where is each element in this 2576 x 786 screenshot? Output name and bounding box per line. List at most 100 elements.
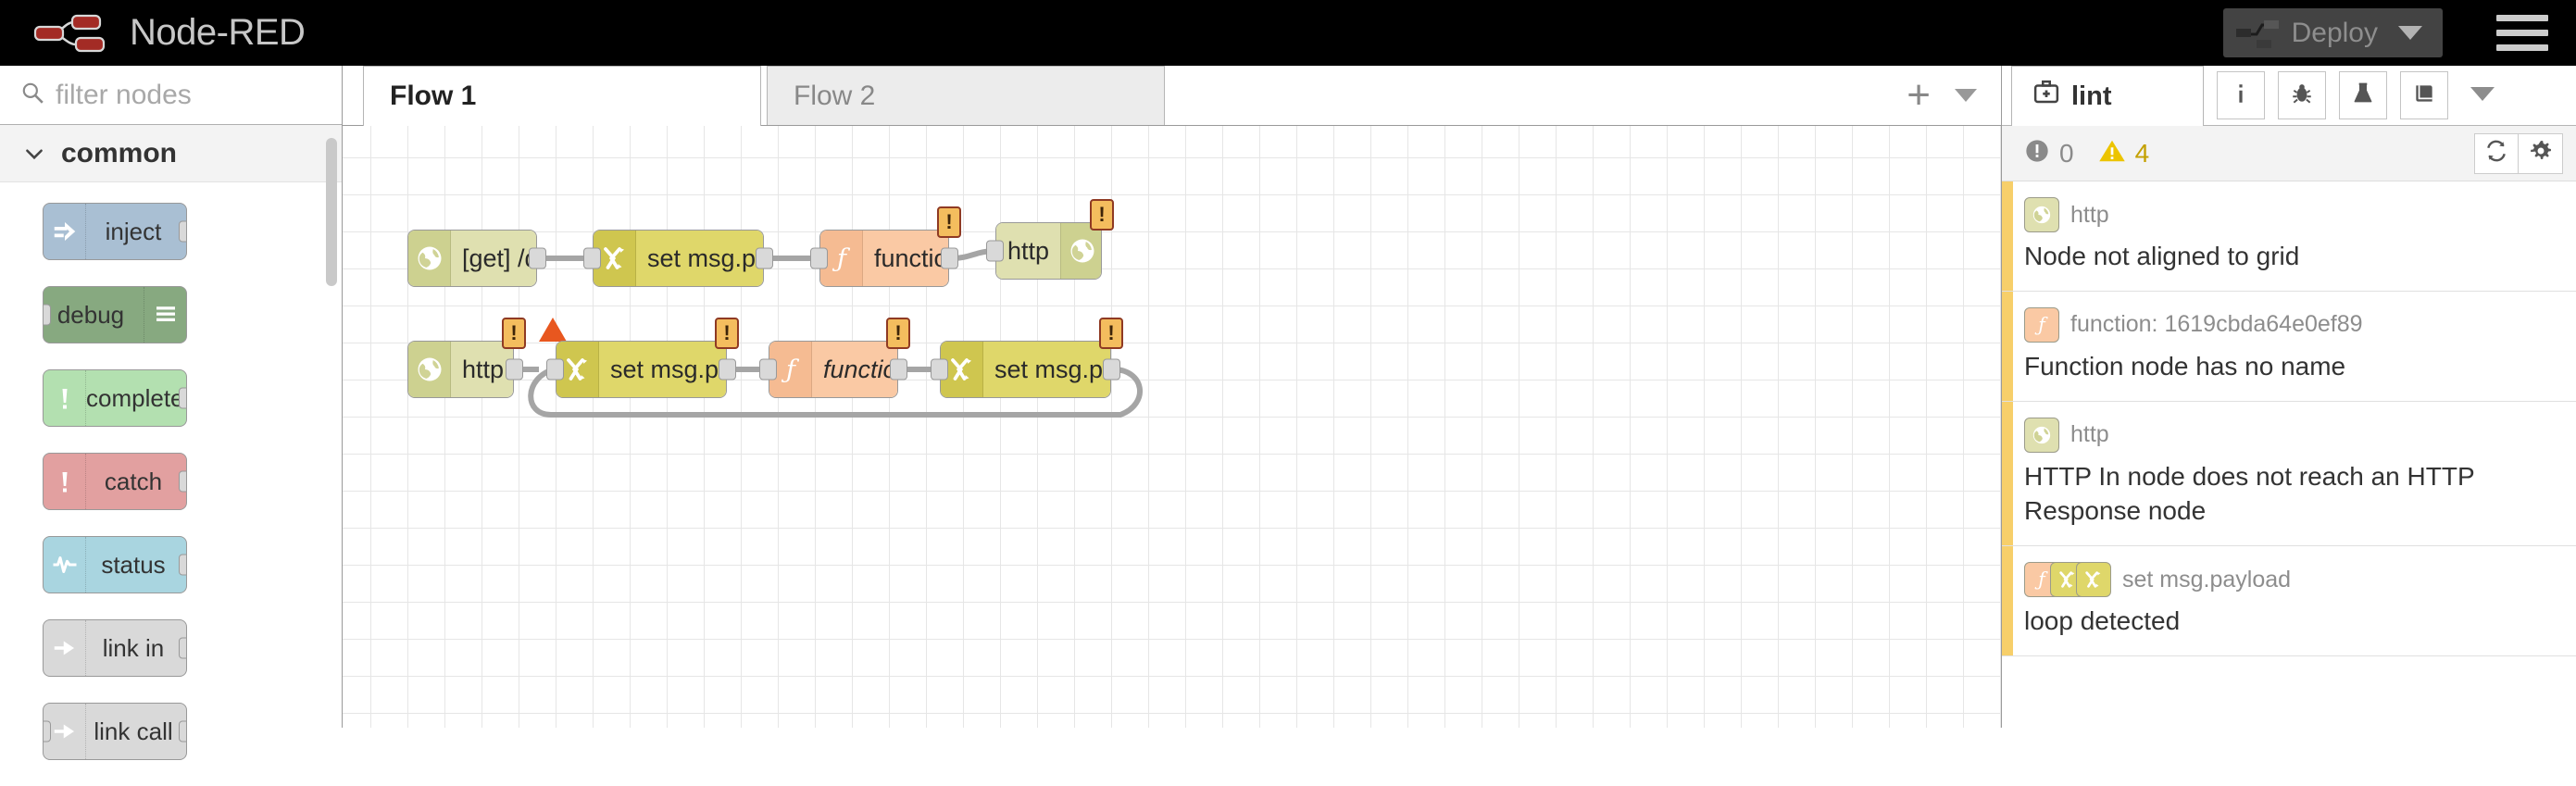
node-output-port[interactable] — [506, 358, 523, 381]
node-palette: common inject debug complete catch status — [0, 66, 343, 760]
flow-node-label: set msg.payload — [994, 355, 1110, 383]
palette-node-catch[interactable]: catch — [43, 453, 187, 510]
flow-node-change[interactable]: set msg.payload! — [546, 318, 739, 398]
globe-icon — [2024, 197, 2059, 232]
node-output-port[interactable] — [179, 387, 186, 409]
globe-icon — [2024, 417, 2059, 453]
palette-scrollbar[interactable] — [326, 138, 337, 286]
warning-count-group: 4 — [2098, 138, 2149, 168]
palette-node-link-call[interactable]: link call — [43, 703, 187, 760]
lint-item-message: loop detected — [2024, 606, 2181, 636]
palette-category-common[interactable]: common — [0, 125, 342, 182]
lint-settings-button[interactable] — [2519, 132, 2563, 174]
plus-icon[interactable]: + — [1907, 71, 1931, 118]
chevron-down-icon[interactable] — [1955, 89, 1977, 102]
node-warning-badge-icon[interactable]: ! — [886, 318, 910, 349]
chevron-down-icon[interactable] — [2398, 26, 2422, 40]
deploy-button[interactable]: Deploy — [2222, 8, 2443, 57]
tab-flow-2[interactable]: Flow 2 — [767, 66, 1165, 125]
node-input-port[interactable] — [44, 720, 51, 742]
node-output-port[interactable] — [529, 247, 546, 269]
flow-node-label: http — [1007, 236, 1050, 265]
node-input-port[interactable] — [583, 247, 601, 269]
globe-icon — [1060, 223, 1101, 279]
flow-node-body: ƒ function — [820, 231, 948, 286]
flow-node-http-in[interactable]: [get] /data — [407, 230, 546, 287]
search-input[interactable] — [56, 79, 296, 111]
sidebar-tab-bar: lint — [2002, 66, 2576, 126]
palette-node-label: catch — [104, 467, 163, 495]
chevron-down-icon[interactable] — [2470, 87, 2495, 101]
node-input-port[interactable] — [546, 358, 564, 381]
node-warning-badge-icon[interactable]: ! — [715, 318, 739, 349]
error-circle-icon — [2024, 138, 2050, 168]
palette-node-status[interactable]: status — [43, 536, 187, 593]
flow-canvas[interactable]: [get] /data set msg.payload ƒ function!h… — [343, 126, 2001, 728]
node-output-port[interactable] — [179, 554, 186, 576]
header-actions: Deploy — [2222, 0, 2576, 66]
warning-triangle-icon — [2098, 138, 2126, 168]
lint-item-head: http — [2024, 417, 2556, 454]
medical-kit-icon — [2032, 79, 2060, 114]
node-output-port[interactable] — [941, 247, 958, 269]
svg-text:ƒ: ƒ — [831, 244, 850, 272]
app-title: Node-RED — [130, 12, 306, 53]
tab-actions: + — [1907, 66, 2001, 125]
debug-lines-icon — [144, 287, 186, 343]
sidebar-tab-lint[interactable]: lint — [2011, 66, 2204, 126]
palette-node-inject[interactable]: inject — [43, 203, 187, 260]
node-warning-badge-icon[interactable]: ! — [937, 206, 961, 238]
sidebar-button-help[interactable] — [2400, 71, 2448, 119]
node-input-port[interactable] — [810, 247, 828, 269]
flow-node-function[interactable]: ƒ function! — [810, 206, 961, 287]
exclamation-icon — [44, 370, 86, 426]
lint-item-node-name: set msg.payload — [2122, 566, 2292, 593]
deploy-label: Deploy — [2291, 17, 2378, 48]
lint-refresh-button[interactable] — [2474, 132, 2519, 174]
node-input-port[interactable] — [759, 358, 777, 381]
node-output-port[interactable] — [719, 358, 736, 381]
node-output-port[interactable] — [179, 470, 186, 493]
node-warning-badge-icon[interactable]: ! — [502, 318, 526, 349]
flow-node-function[interactable]: ƒ function 1! — [759, 318, 910, 398]
flow-node-change[interactable]: set msg.payload! — [931, 318, 1123, 398]
search-icon — [20, 81, 44, 109]
node-warning-badge-icon[interactable]: ! — [1099, 318, 1123, 349]
palette-node-complete[interactable]: complete — [43, 369, 187, 427]
node-output-port[interactable] — [890, 358, 907, 381]
flow-node-http-resp[interactable]: http ! — [986, 199, 1114, 280]
flow-node-body: set msg.payload — [941, 342, 1110, 397]
palette-node-link-in[interactable]: link in — [43, 619, 187, 677]
node-output-port[interactable] — [756, 247, 773, 269]
palette-search-row — [0, 66, 342, 125]
lint-toolbar-actions — [2474, 132, 2563, 174]
change-icon — [556, 342, 599, 397]
node-red-logo-icon — [33, 12, 113, 55]
hamburger-menu-icon[interactable] — [2496, 15, 2548, 51]
sidebar-button-info[interactable] — [2217, 71, 2265, 119]
sidebar-button-context[interactable] — [2339, 71, 2387, 119]
node-output-port[interactable] — [1103, 358, 1120, 381]
flow-node-change[interactable]: set msg.payload — [583, 230, 773, 287]
node-warning-badge-icon[interactable]: ! — [1090, 199, 1114, 231]
lint-item-head: http — [2024, 196, 2556, 233]
node-input-port[interactable] — [44, 304, 51, 326]
palette-node-debug[interactable]: debug — [43, 286, 187, 343]
palette-node-label: status — [101, 550, 166, 579]
error-count-group: 0 — [2024, 138, 2074, 168]
flow-node-http-in[interactable]: http! — [407, 318, 567, 398]
node-output-port[interactable] — [179, 720, 186, 742]
tab-flow-1[interactable]: Flow 1 — [363, 66, 761, 126]
node-input-port[interactable] — [931, 358, 948, 381]
lint-item-message: Function node has no name — [2024, 351, 2346, 381]
inject-arrow-icon — [44, 204, 86, 259]
node-input-port[interactable] — [986, 240, 1004, 262]
node-output-port[interactable] — [179, 637, 186, 659]
node-output-port[interactable] — [179, 220, 186, 243]
sidebar-button-debug[interactable] — [2278, 71, 2326, 119]
